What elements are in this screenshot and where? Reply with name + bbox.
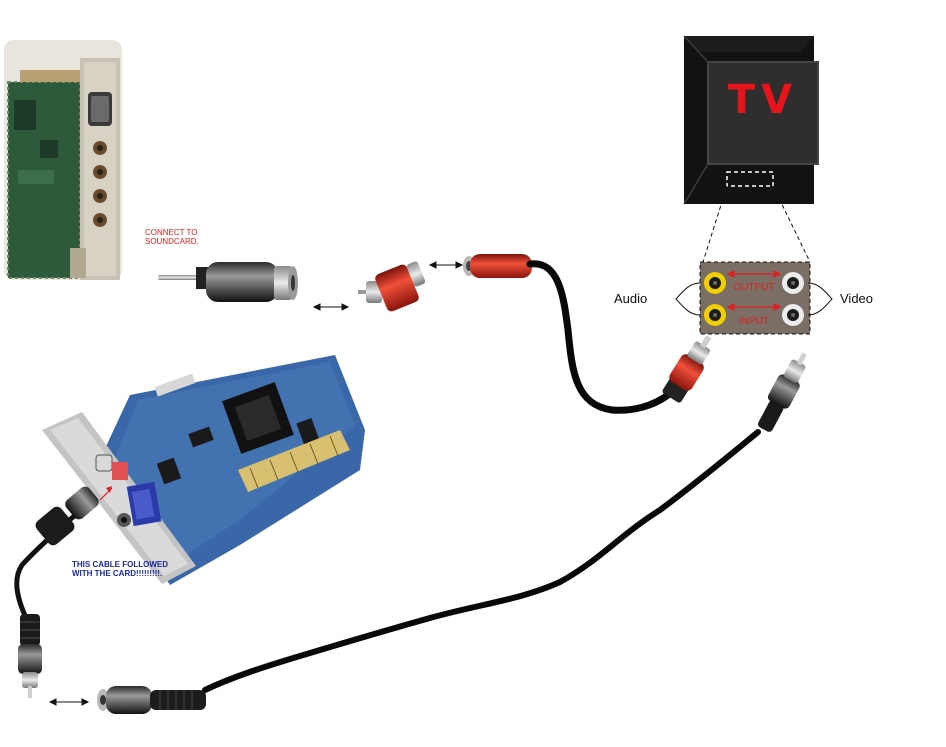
video-in-jack <box>782 304 804 326</box>
rca-coupler <box>358 261 426 312</box>
audio-brace <box>675 282 701 316</box>
output-label: OUTPUT <box>733 282 774 293</box>
audio-label: Audio <box>614 291 648 306</box>
video-cable <box>202 429 761 693</box>
red-rca-female <box>463 254 532 278</box>
video-label: Video <box>840 291 874 306</box>
cable-note: THIS CABLE FOLLOWED WITH THE CARD!!!!!!!… <box>72 560 168 579</box>
video-brace <box>807 282 833 316</box>
connect-arrow-2 <box>428 261 464 269</box>
tv-jack-panel: OUTPUT INPUT <box>699 261 811 335</box>
card-cable <box>14 486 99 698</box>
audio-in-jack <box>704 304 726 326</box>
jack-adapter <box>158 262 298 302</box>
connect-arrow-1 <box>312 303 350 311</box>
connect-arrow-3 <box>48 698 90 706</box>
soundcard-photo <box>4 40 122 280</box>
tv-port-area <box>726 171 774 187</box>
soundcard-note: CONNECT TO SOUNDCARD. <box>145 228 199 247</box>
video-rca-female <box>97 686 206 714</box>
audio-out-jack <box>704 272 726 294</box>
zoom-lines <box>702 185 811 263</box>
audio-cable <box>526 260 680 414</box>
tv: TV <box>683 35 819 205</box>
video-out-jack <box>782 272 804 294</box>
tv-screen-text: TV <box>728 77 798 123</box>
video-rca-male-top <box>758 352 807 432</box>
pci-tv-card <box>42 355 365 585</box>
red-rca-male <box>662 335 712 403</box>
input-label: INPUT <box>739 316 769 327</box>
